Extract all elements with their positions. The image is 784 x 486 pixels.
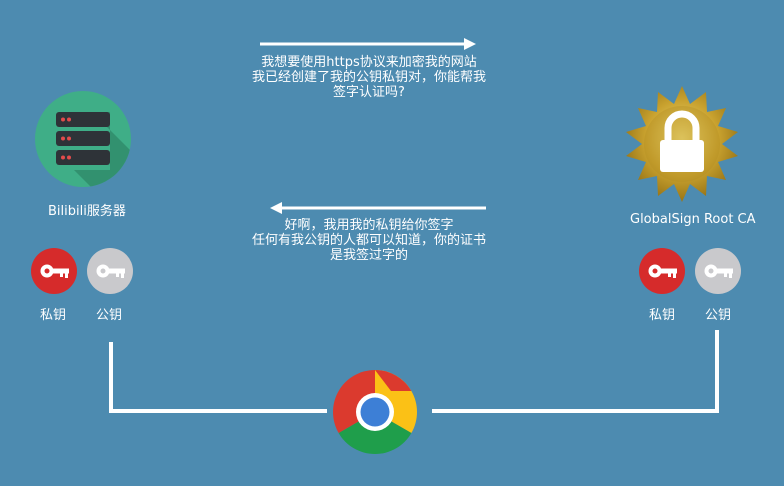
private-key-badge-right: [639, 248, 685, 294]
public-key-badge-left: [87, 248, 133, 294]
server-name: Bilibili服务器: [48, 204, 126, 219]
request-arrow: [260, 38, 476, 50]
public-key-label-right: 公钥: [705, 308, 732, 323]
request-line-3: 签字认证吗?: [333, 85, 405, 100]
private-key-label-left: 私钥: [40, 308, 67, 323]
response-message: 好啊，我用我的私钥给你签字 任何有我公钥的人都可以知道，你的证书 是我签过字的: [244, 218, 494, 263]
key-icon: [96, 264, 125, 278]
private-key-label-right: 私钥: [649, 308, 676, 323]
key-icon: [648, 264, 677, 278]
response-line-2: 任何有我公钥的人都可以知道，你的证书: [251, 233, 486, 248]
request-line-2: 我已经创建了我的公钥私钥对，你能帮我: [251, 70, 486, 85]
response-arrow: [270, 202, 486, 214]
chrome-icon: [333, 370, 417, 454]
connector-right-horizontal: [432, 409, 719, 413]
request-line-1: 我想要使用https协议来加密我的网站: [261, 55, 477, 70]
connector-left-vertical: [109, 342, 113, 413]
public-key-label-left: 公钥: [96, 308, 123, 323]
key-icon: [40, 264, 69, 278]
private-key-badge-left: [31, 248, 77, 294]
connector-right-vertical: [715, 330, 719, 413]
public-key-badge-right: [695, 248, 741, 294]
response-line-3: 是我签过字的: [329, 248, 408, 263]
response-line-1: 好啊，我用我的私钥给你签字: [284, 218, 454, 233]
connector-left-horizontal: [109, 409, 327, 413]
key-icon: [704, 264, 733, 278]
lock-seal-icon: [626, 86, 738, 202]
request-message: 我想要使用https协议来加密我的网站 我已经创建了我的公钥私钥对，你能帮我 签…: [244, 55, 494, 100]
server-icon: [35, 91, 131, 187]
ca-name: GlobalSign Root CA: [630, 212, 756, 227]
